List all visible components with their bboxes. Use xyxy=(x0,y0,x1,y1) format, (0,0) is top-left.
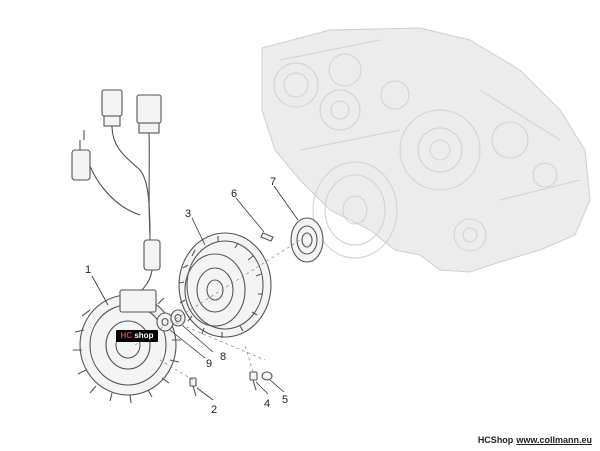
screw-right xyxy=(249,371,258,391)
part-number-8: 8 xyxy=(220,351,226,363)
assembly-lines xyxy=(134,239,301,381)
footer-url[interactable]: www.collmann.eu xyxy=(516,435,592,445)
watermark-logo: HC shop xyxy=(116,330,158,342)
part-number-7: 7 xyxy=(270,176,276,188)
washer-right xyxy=(261,371,273,381)
stator xyxy=(73,289,181,404)
part-number-1: 1 xyxy=(85,264,91,276)
engine-casing-ghost xyxy=(261,27,591,273)
wiring-harness xyxy=(71,89,162,301)
leader-lines xyxy=(91,185,299,401)
part-number-6: 6 xyxy=(231,188,237,200)
footer-brand: HCShop xyxy=(477,435,514,445)
part-number-5: 5 xyxy=(282,394,288,406)
part-number-4: 4 xyxy=(264,398,270,410)
part-number-2: 2 xyxy=(211,404,217,416)
part-number-9: 9 xyxy=(206,358,212,370)
flywheel xyxy=(178,232,272,338)
part-numbers: 1 2 3 4 5 6 7 8 9 xyxy=(85,176,288,416)
screw-left xyxy=(189,377,197,397)
key xyxy=(260,232,274,242)
part-number-3: 3 xyxy=(185,208,191,220)
seal xyxy=(290,217,324,263)
